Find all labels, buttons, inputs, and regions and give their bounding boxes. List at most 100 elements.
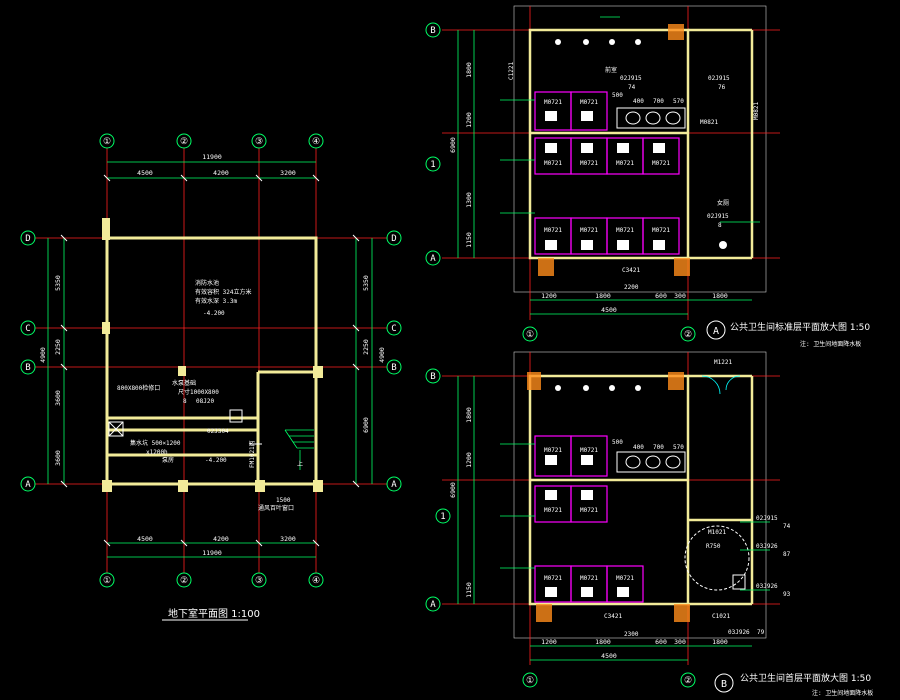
- pa-cube-b3: M0721: [616, 227, 634, 234]
- plan-b-hatch-columns: [527, 372, 690, 622]
- plan-a-axis-text: B 1 A ① ②: [430, 26, 692, 340]
- pb-cube-m2: M0721: [580, 507, 598, 514]
- pa-cube-b1: M0721: [544, 227, 562, 234]
- axis-label-3: ③: [255, 137, 263, 147]
- pa-bd-4: 300: [674, 292, 686, 300]
- plan-a-ld-2: 1200: [465, 112, 473, 128]
- pa-window-top: C1221: [508, 62, 515, 80]
- pb-ref-num-1: 74: [783, 523, 791, 530]
- pa-window-bottom: C3421: [622, 267, 640, 274]
- pa-ref2: 02J915: [708, 75, 730, 82]
- basement-columns: [102, 218, 323, 492]
- pa-sink-d2: 400: [633, 98, 644, 105]
- stair-mark: 上: [297, 460, 303, 468]
- basement-axis-grid: [35, 148, 387, 573]
- plan-a-leaders: [500, 16, 760, 223]
- dim-left-1: 5350: [54, 275, 62, 291]
- dim-1500: 1500: [276, 497, 291, 504]
- pa-bd-total: 4500: [601, 306, 617, 314]
- door-label: FM1021丙: [249, 440, 256, 468]
- dim-left-total: 4900: [39, 347, 47, 363]
- pb-cube-b2: M0721: [580, 575, 598, 582]
- plan-a-labels: 500 400 700 570 02J915 74 02J915 76 02J9…: [508, 62, 760, 291]
- pb-ref-2: 03J926: [756, 543, 778, 550]
- basement-dimension-lines: [47, 161, 373, 558]
- pb-door-small: C1021: [712, 613, 730, 620]
- room2-label: 泵房: [162, 456, 174, 464]
- sump-depth: x1200h: [146, 449, 168, 456]
- plan-a-bottom-dimlines: [530, 299, 752, 315]
- pb-door-right: M1021: [708, 529, 726, 536]
- dim-bot-1: 4500: [137, 535, 153, 543]
- pa-door-right: M0821: [700, 119, 718, 126]
- pa-room-label: 前室: [605, 66, 617, 74]
- plan-b-left-dim-text: 1800 1200 1150 6900: [449, 407, 473, 598]
- pb-bd-2: 1800: [595, 638, 611, 646]
- plan-b-ground-floor: B 1 A ① ② 1800 1200 1150 6900: [425, 351, 873, 697]
- plan-a-bottom-dims: 1200 1800 600 300 1800 4500: [541, 292, 728, 314]
- pb-ref-num-3: 93: [783, 591, 791, 598]
- axis-label-d: D: [25, 234, 30, 244]
- pa-sink-d4: 570: [673, 98, 684, 105]
- axis-label-1b: ①: [103, 576, 111, 586]
- plan-b-note: 注: 卫生间地面降水板: [812, 689, 873, 697]
- plan-a-cubicle-labels: M0721 M0721 M0721 M0721 M0721 M0721 M072…: [544, 99, 670, 234]
- plan-b-badge-letter: B: [721, 679, 727, 690]
- plan-a-badge-letter: A: [713, 326, 719, 337]
- plan-b-axis-text: B 1 A ① ②: [430, 372, 692, 686]
- plan-a-ld-1: 1800: [465, 62, 473, 78]
- dim-left-2: 2250: [54, 339, 62, 355]
- plan-a-col-2: ②: [684, 330, 692, 340]
- pb-bd-total: 4500: [601, 652, 617, 660]
- vent-note: 通风百叶窗口: [258, 504, 294, 512]
- plan-b-axis-bubbles: [425, 368, 696, 688]
- pa-cube-b4: M0721: [652, 227, 670, 234]
- level-lower: -4.200: [205, 457, 227, 464]
- plan-b-walls: [528, 374, 754, 606]
- pb-ld-total: 6900: [449, 482, 457, 498]
- pa-ref1-num: 74: [628, 84, 636, 91]
- axis-label-2b: ②: [180, 576, 188, 586]
- plan-b-left-dims: [457, 376, 475, 604]
- plan-b-cubicles: [534, 435, 644, 603]
- pump-size: 尺寸1000X800: [178, 388, 219, 396]
- sump-cross-2: [108, 421, 124, 437]
- pa-bd-1: 1200: [541, 292, 557, 300]
- pb-window-bottom-dim: 2300: [624, 631, 639, 638]
- plan-b-leaders: [500, 443, 770, 591]
- pa-cube-m4: M0721: [652, 160, 670, 167]
- plan-b-sinks: [616, 451, 750, 591]
- plan-a-axis-lines: [442, 6, 780, 320]
- pb-sink-d1: 500: [612, 439, 623, 446]
- pb-ref-1: 02J915: [756, 515, 778, 522]
- note-pool-3: 有效水深 3.3m: [195, 297, 237, 305]
- plan-a-sinks: [616, 107, 686, 129]
- plan-a-left-dim-text: 1800 1200 1300 1150 6900: [449, 62, 473, 248]
- plan-a-hatch-columns: [538, 24, 690, 276]
- pb-sink-d4: 570: [673, 444, 684, 451]
- axis-label-c: C: [25, 324, 30, 334]
- basement-stair: [284, 429, 314, 470]
- pa-sink-d3: 700: [653, 98, 664, 105]
- pb-bd-1: 1200: [541, 638, 557, 646]
- pb-ld-2: 1200: [465, 452, 473, 468]
- axis-label-4: ④: [312, 137, 320, 147]
- level-main: -4.200: [203, 310, 225, 317]
- hole-label: 800X800检修口: [117, 384, 160, 392]
- pa-ref2-num: 76: [718, 84, 726, 91]
- plan-b-badge: [714, 673, 734, 693]
- pa-ref3-num: 8: [718, 222, 722, 229]
- plan-a-ld-4: 1150: [465, 232, 473, 248]
- axis-label-b-r: B: [391, 363, 396, 373]
- pa-cube-m2: M0721: [580, 160, 598, 167]
- dim-right-total2: 6900: [362, 417, 370, 433]
- pb-cube-b3: M0721: [616, 575, 634, 582]
- basement-title: 地下室平面图 1:100: [168, 607, 260, 620]
- basement-walls: [105, 236, 318, 486]
- plan-b-door-swings: [701, 375, 741, 395]
- pb-ref-4: 03J926: [728, 629, 750, 636]
- plan-a-axis-bubbles: [425, 22, 696, 342]
- basement-dim-texts: 11900 4500 4200 3200 4500 4200 3200 1190…: [39, 153, 386, 557]
- basement-axis-bubbles: [20, 133, 402, 588]
- pa-cube-b2: M0721: [580, 227, 598, 234]
